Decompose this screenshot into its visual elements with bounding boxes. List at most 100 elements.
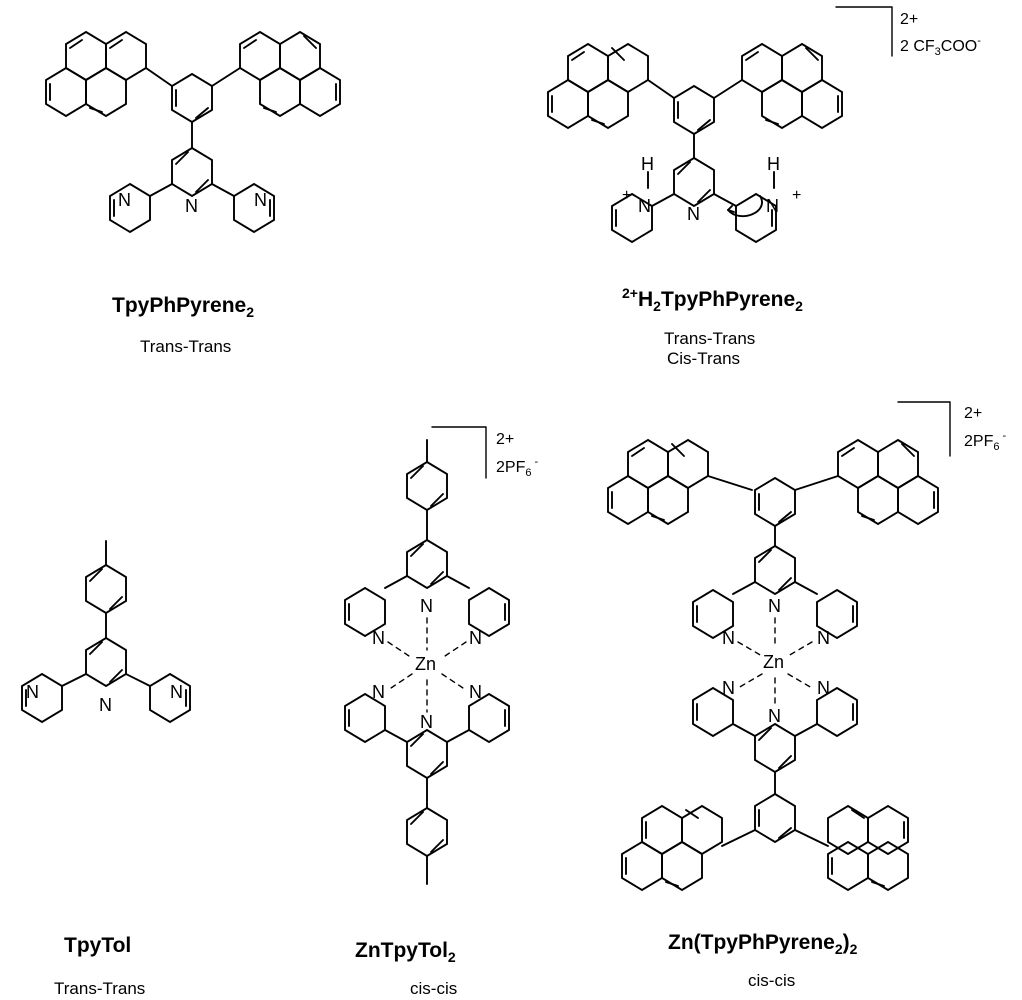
- ring: [587, 78, 629, 130]
- ring: [547, 78, 589, 130]
- charge-label: 2+: [964, 405, 982, 422]
- ring: [239, 30, 281, 82]
- ring: [45, 66, 87, 118]
- ring: [837, 438, 879, 490]
- compound-label: TpyTol: [64, 934, 131, 957]
- nitrogen-atom: N: [420, 712, 433, 732]
- ring: [827, 804, 869, 856]
- plus-sign: +: [622, 187, 631, 204]
- compound-label: TpyPhPyrene2: [112, 294, 254, 320]
- ring: [673, 156, 715, 208]
- ring: [801, 78, 843, 130]
- ring: [406, 806, 448, 858]
- ring: [344, 692, 386, 744]
- ring: [105, 30, 147, 82]
- nitrogen-atom: N: [817, 678, 830, 698]
- conformation-label: Cis-Trans: [667, 349, 740, 368]
- nitrogen-atom: N: [372, 628, 385, 648]
- ring: [867, 804, 909, 856]
- ring: [741, 42, 783, 94]
- ring: [406, 460, 448, 512]
- nitrogen-atom: N: [817, 628, 830, 648]
- ring: [673, 84, 715, 136]
- plus-sign: +: [792, 187, 801, 204]
- ring: [816, 588, 858, 640]
- ring: [621, 840, 663, 892]
- zinc-atom: Zn: [763, 652, 784, 672]
- conformation-label: Trans-Trans: [54, 979, 145, 998]
- ring: [171, 72, 213, 124]
- compound-label: ZnTpyTol2: [355, 939, 456, 965]
- ring: [279, 30, 321, 82]
- structure-zn-tpyphpyrene2-2: N N N Zn N N N: [607, 438, 939, 892]
- ring: [607, 474, 649, 526]
- ring: [647, 474, 689, 526]
- ring: [149, 672, 191, 724]
- ring: [85, 636, 127, 688]
- conformation-label: Trans-Trans: [140, 337, 231, 356]
- conformation-label: Trans-Trans: [664, 329, 755, 348]
- ring: [65, 30, 107, 82]
- ring: [754, 544, 796, 596]
- charge-bracket: [897, 401, 951, 457]
- hydrogen-atom: H: [767, 154, 780, 174]
- nitrogen-atom: N: [768, 596, 781, 616]
- nitrogen-atom: N: [687, 204, 700, 224]
- nitrogen-atom: N: [185, 196, 198, 216]
- ring: [299, 66, 341, 118]
- rotation-arrow: [727, 195, 763, 218]
- ring: [754, 476, 796, 528]
- nitrogen-atom: N: [118, 190, 131, 210]
- ring: [641, 804, 683, 856]
- nitrogen-atom: N: [768, 706, 781, 726]
- ring: [406, 538, 448, 590]
- structure-tpyphpyrene2: N N N: [45, 30, 341, 234]
- conformation-label: cis-cis: [748, 971, 795, 990]
- nitrogen-atom: N: [766, 196, 779, 216]
- ring: [171, 146, 213, 198]
- ring: [406, 728, 448, 780]
- ring: [344, 586, 386, 638]
- nitrogen-atom: N: [469, 682, 482, 702]
- nitrogen-atom: N: [99, 695, 112, 715]
- charge-bracket: [835, 6, 893, 57]
- ring: [867, 840, 909, 892]
- nitrogen-atom: N: [638, 196, 651, 216]
- ring: [877, 438, 919, 490]
- nitrogen-atom: N: [722, 628, 735, 648]
- charge-bracket: [431, 426, 487, 479]
- structure-h2tpyphpyrene2: H H + + N N N: [547, 42, 843, 244]
- ring: [692, 588, 734, 640]
- structure-zntpytol2: N N N Zn N N N: [344, 439, 510, 885]
- ring: [692, 686, 734, 738]
- ring: [85, 563, 127, 615]
- zinc-atom: Zn: [415, 654, 436, 674]
- nitrogen-atom: N: [469, 628, 482, 648]
- hydrogen-atom: H: [641, 154, 654, 174]
- ring: [781, 42, 823, 94]
- nitrogen-atom: N: [170, 682, 183, 702]
- ring: [85, 66, 127, 118]
- nitrogen-atom: N: [26, 682, 39, 702]
- conformation-label: cis-cis: [410, 979, 457, 998]
- nitrogen-atom: N: [722, 678, 735, 698]
- ring: [611, 192, 653, 244]
- ring: [21, 672, 63, 724]
- ring: [468, 692, 510, 744]
- ring: [468, 586, 510, 638]
- compound-label: 2+H2TpyPhPyrene2: [622, 285, 803, 314]
- ring: [681, 804, 723, 856]
- ring: [735, 192, 777, 244]
- ring: [233, 182, 275, 234]
- nitrogen-atom: N: [420, 596, 433, 616]
- nitrogen-atom: N: [372, 682, 385, 702]
- ring: [754, 722, 796, 774]
- compound-label: Zn(TpyPhPyrene2)2: [668, 931, 858, 957]
- counterion-label: 2PF6-: [496, 456, 538, 479]
- structure-tpytol: N N N: [21, 540, 191, 724]
- ring: [754, 792, 796, 844]
- charge-label: 2+: [496, 431, 514, 448]
- nitrogen-atom: N: [254, 190, 267, 210]
- ring: [816, 686, 858, 738]
